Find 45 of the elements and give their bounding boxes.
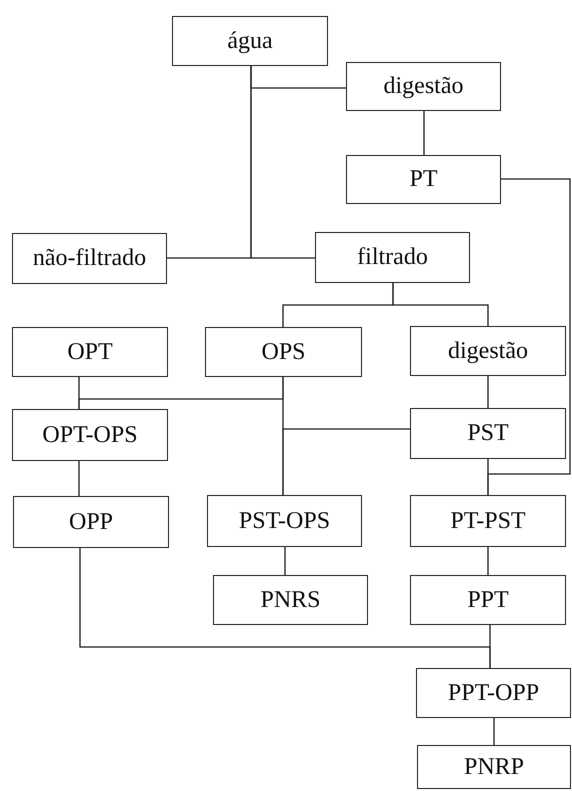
connector-line: [392, 283, 489, 326]
box-label: PPT: [467, 586, 509, 614]
box-label: PNRP: [464, 754, 524, 780]
connector-line: [78, 461, 80, 496]
process-box: [12, 233, 167, 284]
process-box: [410, 575, 566, 625]
connector-line: [487, 376, 489, 408]
process-box: [346, 155, 501, 204]
process-box: [416, 668, 571, 718]
box-label: PNRS: [260, 586, 321, 614]
process-box: [410, 408, 566, 459]
box-label: digestão: [384, 73, 464, 100]
process-box: [315, 232, 470, 283]
process-box: [13, 496, 169, 548]
box-label: não-filtrado: [32, 245, 146, 272]
box-label: OPT-OPS: [42, 422, 138, 448]
process-box: [12, 327, 168, 377]
connector-line: [489, 625, 491, 668]
process-box: [205, 327, 362, 377]
box-label: água: [227, 28, 273, 54]
box-label: OPS: [261, 338, 306, 366]
process-box: [172, 16, 328, 66]
box-label: digestão: [448, 338, 528, 364]
process-box: [410, 495, 566, 547]
process-box: [207, 495, 362, 547]
box-label: PPT-OPP: [448, 680, 540, 706]
connector-line: [250, 66, 315, 259]
process-box: [346, 62, 501, 111]
connector-line: [423, 111, 425, 155]
connector-line: [493, 718, 495, 745]
process-box: [12, 409, 168, 461]
connector-line: [282, 428, 410, 495]
box-label: PT-PST: [450, 508, 526, 534]
box-label: OPP: [68, 508, 114, 536]
process-box: [410, 326, 566, 376]
box-label: filtrado: [357, 244, 428, 271]
box-label: OPT: [67, 338, 113, 366]
connector-line: [487, 547, 489, 575]
process-box: [213, 575, 368, 625]
connector-line: [284, 547, 286, 575]
box-label: PST-OPS: [238, 508, 330, 534]
process-box: [417, 745, 571, 789]
box-label: PT: [409, 166, 438, 193]
box-label: PST: [467, 420, 509, 447]
connector-line: [487, 459, 489, 495]
